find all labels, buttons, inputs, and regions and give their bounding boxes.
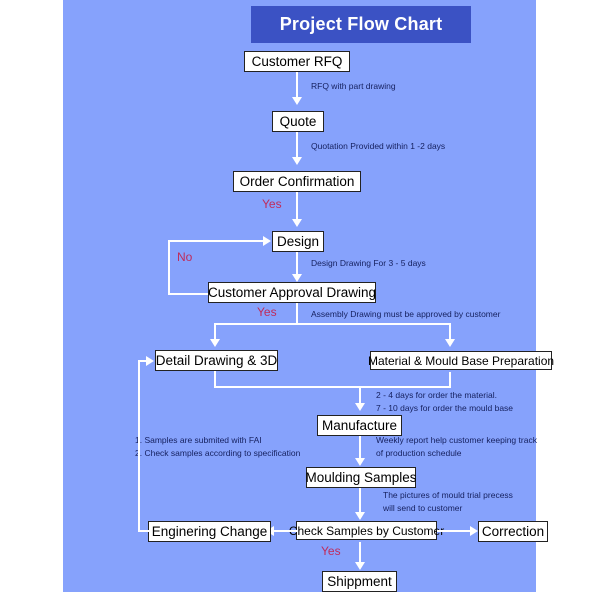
label-yes-check-samples: Yes (321, 544, 341, 558)
flowchart-panel: Project Flow Chart Customer RFQ RFQ with… (63, 0, 571, 592)
node-correction-label: Correction (481, 523, 545, 539)
connector-rfq-quote (296, 72, 298, 100)
label-yes-approval: Yes (257, 305, 277, 319)
node-material-mould-base[interactable]: Material & Mould Base Preparation (367, 351, 555, 370)
label-yes-order-confirmation: Yes (262, 197, 282, 211)
annotation-material-days: 2 - 4 days for order the material. 7 - 1… (376, 389, 513, 414)
annotation-pictures-note-line1: The pictures of mould trial precess (383, 490, 513, 500)
node-enginering-change-label: Enginering Change (151, 523, 268, 539)
node-manufacture[interactable]: Manufacture (317, 415, 402, 436)
connector-approval-split-stem (296, 303, 298, 324)
annotation-quotation-provided: Quotation Provided within 1 -2 days (311, 141, 446, 151)
arrow-quote-order (292, 157, 302, 165)
connector-no-loop-top (168, 240, 266, 242)
annotation-weekly-report-line2: of production schedule (376, 447, 462, 458)
connector-split-left-drop (214, 323, 216, 342)
annotation-rfq-part-drawing: RFQ with part drawing (311, 81, 396, 91)
annotation-material-days-line2: 7 - 10 days for order the mould base (376, 402, 514, 413)
connector-moulding-check (359, 488, 361, 516)
connector-right-loop-top (562, 361, 571, 363)
node-enginering-change[interactable]: Enginering Change (148, 521, 271, 542)
node-order-confirmation[interactable]: Order Confirmation (233, 171, 361, 192)
node-customer-rfq-label: Customer RFQ (251, 53, 343, 69)
annotation-assembly-drawing-approved: Assembly Drawing must be approved by cus… (311, 309, 501, 319)
connector-quote-order (296, 132, 298, 160)
node-shippment-label: Shippment (327, 573, 392, 589)
annotation-samples-note-line1: 1. Samples are submited with FAI (135, 435, 262, 445)
node-manufacture-label: Manufacture (321, 417, 398, 433)
annotation-design-drawing-days: Design Drawing For 3 - 5 days (311, 258, 426, 268)
connector-right-loop-vertical (569, 361, 571, 532)
annotation-pictures-note: The pictures of mould trial precess will… (383, 489, 513, 514)
arrow-moulding-check (355, 512, 365, 520)
connector-design-approval (296, 252, 298, 280)
node-quote-label: Quote (279, 113, 317, 129)
annotation-samples-note: 1. Samples are submited with FAI 2. Chec… (135, 434, 300, 459)
node-shippment[interactable]: Shippment (322, 571, 397, 592)
connector-no-loop-left (168, 240, 170, 295)
connector-left-loop-top (138, 360, 149, 362)
arrow-check-to-correction (470, 526, 478, 536)
node-customer-approval-drawing[interactable]: Customer Approval Drawing (208, 282, 376, 303)
node-check-samples-label: Check Samples by Customer (288, 523, 445, 538)
annotation-pictures-note-line2: will send to customer (383, 502, 463, 513)
annotation-samples-note-line2: 2. Check samples according to specificat… (135, 447, 301, 458)
node-design-label: Design (276, 233, 320, 249)
node-check-samples[interactable]: Check Samples by Customer (289, 521, 444, 540)
node-design[interactable]: Design (272, 231, 324, 252)
node-customer-rfq[interactable]: Customer RFQ (244, 51, 350, 72)
arrow-design-approval (292, 274, 302, 282)
connector-left-loop-bottom (138, 530, 150, 532)
connector-approval-split-bar (214, 323, 450, 325)
connector-no-loop-bottom (168, 293, 208, 295)
chart-title-bar: Project Flow Chart (251, 6, 471, 43)
connector-check-to-enginering (271, 530, 297, 532)
connector-merge-bar (214, 386, 451, 388)
node-customer-approval-drawing-label: Customer Approval Drawing (207, 284, 377, 300)
arrow-order-design (292, 219, 302, 227)
node-moulding-samples-label: Moulding Samples (305, 469, 417, 485)
node-correction[interactable]: Correction (478, 521, 548, 542)
arrow-no-loop-to-design (263, 236, 271, 246)
connector-order-design (296, 192, 298, 222)
connector-check-shippment (359, 542, 361, 566)
node-quote[interactable]: Quote (272, 111, 324, 132)
connector-detail-merge-drop (214, 371, 216, 387)
node-detail-drawing-3d[interactable]: Detail Drawing & 3D (155, 350, 278, 371)
arrow-merge-to-manufacture (355, 403, 365, 411)
connector-right-loop-bottom (548, 530, 571, 532)
node-material-mould-base-label: Material & Mould Base Preparation (367, 353, 555, 368)
annotation-weekly-report: Weekly report help customer keeping trac… (376, 434, 537, 459)
arrow-right-loop-to-material-prep (555, 357, 563, 367)
connector-material-merge-drop (449, 372, 451, 387)
node-detail-drawing-3d-label: Detail Drawing & 3D (155, 352, 278, 368)
arrow-left-loop-to-detail-drawing (146, 356, 154, 366)
arrow-split-to-detail-drawing (210, 339, 220, 347)
node-order-confirmation-label: Order Confirmation (239, 173, 355, 189)
page-title: Project Flow Chart (279, 14, 443, 34)
connector-manufacture-moulding (359, 436, 361, 462)
arrow-manufacture-moulding (355, 458, 365, 466)
label-no-approval: No (177, 250, 193, 264)
arrow-rfq-quote (292, 97, 302, 105)
connector-split-right-drop (449, 323, 451, 342)
connector-check-to-correction (437, 530, 473, 532)
node-moulding-samples[interactable]: Moulding Samples (305, 467, 417, 488)
annotation-material-days-line1: 2 - 4 days for order the material. (376, 390, 497, 400)
connector-left-loop-vertical (138, 360, 140, 532)
arrow-check-shippment (355, 562, 365, 570)
connector-merge-to-manufacture (359, 386, 361, 406)
annotation-weekly-report-line1: Weekly report help customer keeping trac… (376, 435, 537, 445)
arrow-split-to-material-prep (445, 339, 455, 347)
